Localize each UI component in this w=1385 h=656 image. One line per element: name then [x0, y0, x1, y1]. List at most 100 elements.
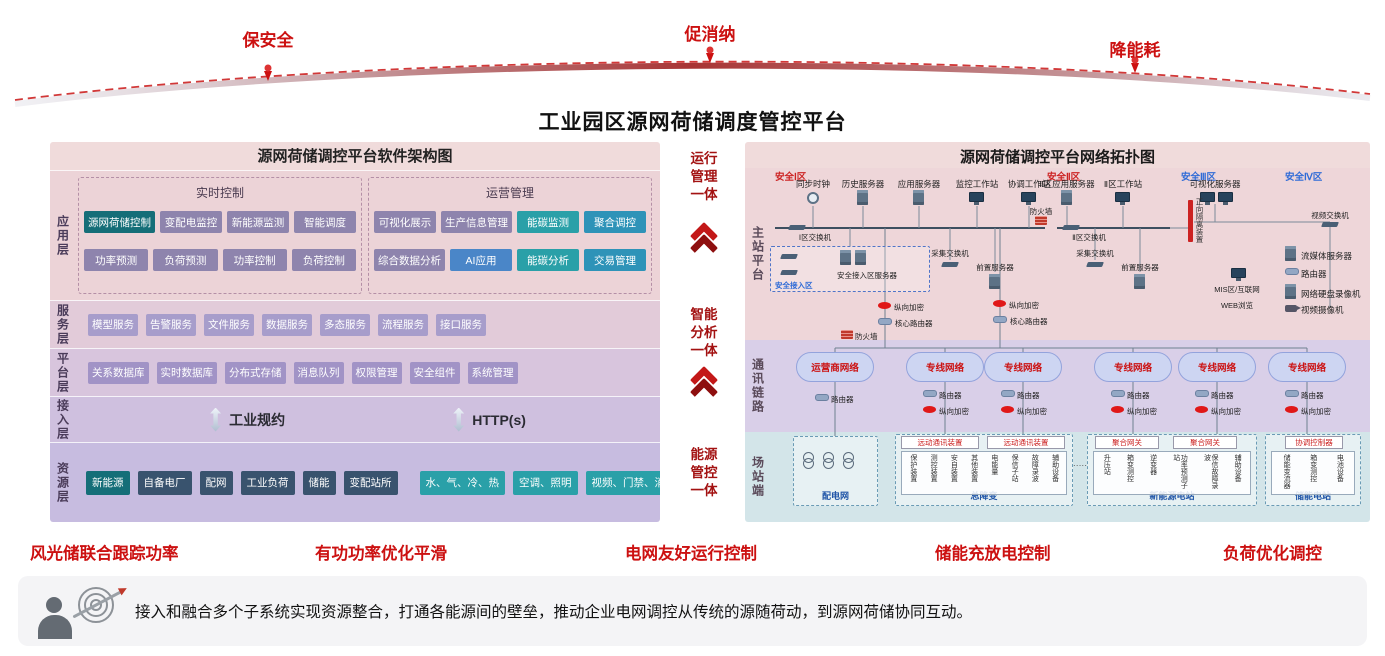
integration-column: 运行管理一体 智能分析一体 能源管控一体 — [664, 142, 744, 522]
router-icon — [1285, 390, 1299, 397]
front-server-label: 前置服务器 — [1121, 263, 1159, 272]
vertical-encryption-icon — [993, 300, 1006, 307]
integration-label-energy: 能源管控一体 — [690, 447, 718, 498]
device-label: 流媒体服务器 — [1301, 251, 1353, 261]
app-chip: 能碳分析 — [517, 249, 579, 271]
private-line-cloud: 专线网络 — [1178, 352, 1256, 382]
private-line-cloud: 专线网络 — [984, 352, 1062, 382]
layer-label-platform: 平台层 — [55, 351, 70, 394]
router-icon — [1285, 268, 1299, 275]
app-chip: 功率控制 — [222, 249, 287, 271]
app-chip: 负荷预测 — [153, 249, 218, 271]
access-zone-label: 安全接入区 — [775, 281, 813, 290]
app-layer-band: 应用层 实时控制 源网荷储控制 变配电监控 新能源监测 智能调度 功率预测 负荷… — [50, 170, 660, 300]
app-chip: AI应用 — [450, 249, 512, 271]
station-device: 箱变测控 — [1126, 454, 1134, 482]
station-name: 储能电站 — [1294, 491, 1331, 501]
server-icon — [840, 250, 851, 265]
access-protocol-label: HTTP(s) — [472, 411, 526, 428]
capability-label: 负荷优化调控 — [1223, 545, 1322, 563]
server-icon — [855, 250, 866, 265]
camera-icon — [1285, 305, 1301, 312]
zone-label-2: 安全Ⅱ区 — [1047, 172, 1081, 183]
switch-icon — [780, 270, 798, 275]
forward-isolation-device-icon — [1188, 200, 1193, 242]
resource-chip: 配网 — [199, 470, 233, 495]
router-icon — [923, 390, 937, 397]
coordination-controller-tab: 协调控制器 — [1285, 436, 1343, 449]
zone-label-4: 安全Ⅳ区 — [1285, 172, 1323, 183]
device-label: 同步时钟 — [795, 179, 831, 189]
app-chip: 负荷控制 — [291, 249, 356, 271]
right-panel-title: 源网荷储调控平台网络拓扑图 — [959, 149, 1155, 166]
device-label: 视频摄像机 — [1301, 305, 1344, 315]
server-icon — [1061, 190, 1072, 205]
layer-label-service: 服务层 — [55, 303, 70, 346]
renewable-station-devices: 升压站 箱变测控 逆变器 功率预测子站 保信故障录波 辅助设备 — [1093, 451, 1251, 495]
page-title: 工业园区源网荷储调度管控平台 — [538, 111, 847, 134]
platform-chip: 关系数据库 — [88, 361, 149, 384]
band-background — [745, 142, 1370, 168]
arc-label-consumption: 促消纳 — [684, 25, 736, 44]
capability-label: 电网友好运行控制 — [625, 545, 757, 563]
resource-layer-band: 资源层 新能源 自备电厂 配网 工业负荷 储能 变配站所 水、气、冷、热 空调、… — [50, 442, 660, 522]
encryption-label: 纵向加密 — [1017, 407, 1047, 416]
resource-chip: 储能 — [302, 470, 336, 495]
server-icon — [913, 190, 924, 205]
server-icon — [1285, 246, 1296, 261]
distribution-grid-box: 配电网 — [793, 436, 878, 506]
app-chip: 智能调度 — [294, 211, 356, 233]
service-chip: 多态服务 — [320, 313, 370, 336]
router-icon — [1111, 390, 1125, 397]
private-line-cloud: 专线网络 — [1094, 352, 1172, 382]
service-chip: 接口服务 — [436, 313, 486, 336]
telecontrol-device-tab: 远动通讯装置 — [987, 436, 1065, 449]
monitor-icon — [1200, 192, 1215, 205]
service-chip: 告警服务 — [146, 313, 196, 336]
software-architecture-panel: 源网荷储调控平台软件架构图 应用层 实时控制 源网荷储控制 变配电监控 新能源监… — [50, 142, 660, 522]
station-device: 保信子站 — [1011, 454, 1019, 482]
vertical-encryption-icon — [1111, 406, 1124, 413]
switch-icon — [941, 262, 959, 267]
device-label: 应用服务器 — [897, 179, 941, 189]
router-icon — [815, 394, 829, 401]
switch-icon — [780, 254, 798, 259]
station-device: 辅助设备 — [1051, 454, 1059, 482]
station-device: 保护装置 — [909, 454, 917, 482]
switch-label: Ⅰ区交换机 — [798, 233, 832, 242]
firewall-icon — [841, 330, 853, 339]
access-protocol-label: 工业规约 — [229, 411, 286, 428]
telecontrol-device-tab: 远动通讯装置 — [901, 436, 979, 449]
station-device: 辅助设备 — [1234, 454, 1242, 482]
monitor-icon — [969, 192, 984, 205]
device-label: 网络硬盘录像机 — [1301, 289, 1361, 299]
footer-bar: 接入和融合多个子系统实现资源整合，打通各能源间的壁垒，推动企业电网调控从传统的源… — [18, 576, 1367, 646]
target-person-icon — [32, 583, 132, 641]
switch-icon — [1086, 262, 1104, 267]
vertical-encryption-icon — [1285, 406, 1298, 413]
arc-label-energy: 降能耗 — [1109, 41, 1161, 60]
vertical-encryption-icon — [878, 302, 891, 309]
mis-internet-label: MIS区/互联网 — [1214, 285, 1260, 294]
router-label: 路由器 — [939, 391, 962, 400]
vertical-encryption-icon — [923, 406, 936, 413]
server-icon — [989, 274, 1000, 289]
platform-chip: 分布式存储 — [225, 361, 286, 384]
transformer-icon — [823, 452, 835, 470]
app-chip: 新能源监测 — [227, 211, 289, 233]
access-protocol-http: HTTP(s) — [453, 407, 526, 432]
up-chevrons-icon — [686, 365, 722, 407]
router-icon — [1195, 390, 1209, 397]
platform-chip: 实时数据库 — [156, 361, 217, 384]
router-label: 路由器 — [1211, 391, 1234, 400]
app-chip: 变配电监控 — [160, 211, 222, 233]
station-device: 升压站 — [1103, 454, 1111, 475]
isolator-label: 正向隔离装置 — [1195, 198, 1204, 243]
transformer-icon — [803, 452, 815, 470]
station-device: 安自装置 — [950, 454, 958, 482]
platform-chip: 权限管理 — [351, 361, 402, 384]
app-chip: 功率预测 — [84, 249, 149, 271]
app-chip: 源网荷储控制 — [84, 211, 155, 233]
station-device: 电池设备 — [1336, 454, 1344, 482]
server-icon — [857, 190, 868, 205]
